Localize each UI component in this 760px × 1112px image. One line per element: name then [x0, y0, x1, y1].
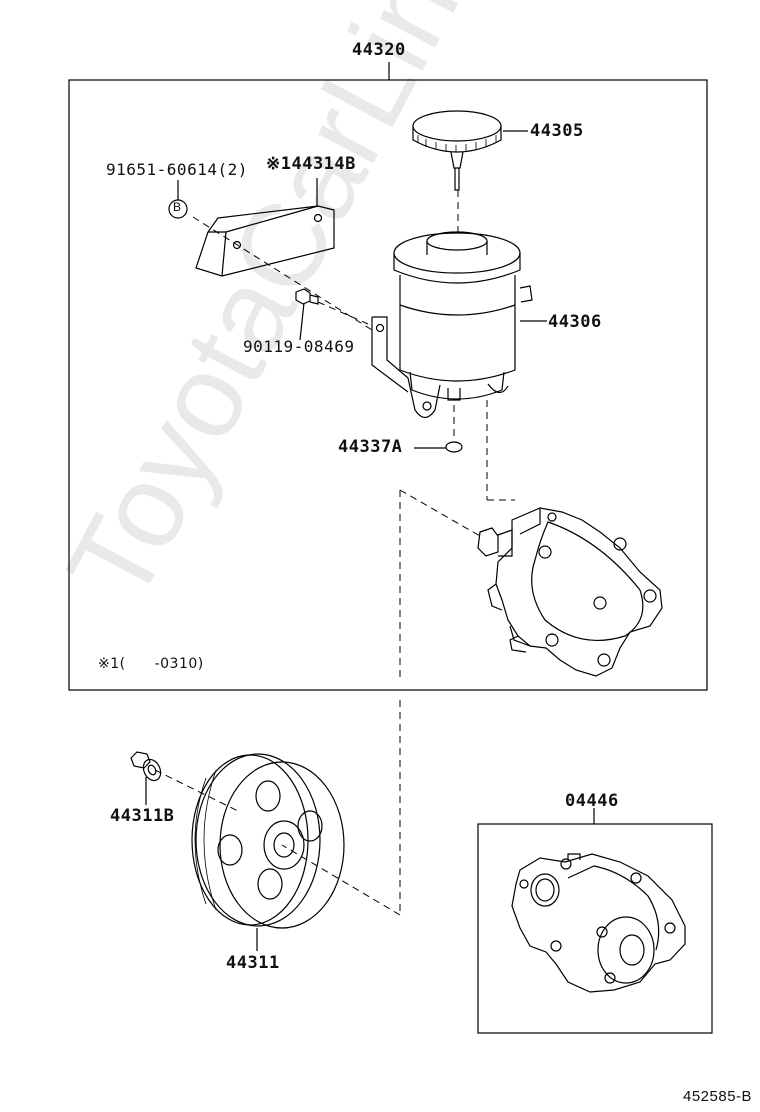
bracket-drawing: [195, 205, 335, 277]
bolt-b-part-label: 91651-60614(2): [106, 160, 248, 179]
bolt-b-symbol-circle: [168, 199, 188, 219]
stud-bolt-drawing: [295, 288, 319, 305]
reservoir-part-label: 44306: [548, 312, 602, 332]
pump-body-drawing: [477, 507, 663, 677]
oring-part-label: 44337A: [338, 437, 403, 457]
reservoir-cap-drawing: [412, 110, 502, 191]
gasket-kit-drawing: [511, 853, 686, 993]
kit-part-label: 04446: [565, 791, 619, 811]
assembly-frame: [68, 79, 708, 691]
stud-part-label: 90119-08469: [243, 337, 355, 356]
dashed-guides: [154, 190, 515, 916]
applicability-note: ※1( -0310): [98, 656, 204, 672]
assembly-part-label: 44320: [352, 40, 406, 60]
cap-part-label: 44305: [530, 121, 584, 141]
nut-part-label: 44311B: [110, 806, 175, 826]
oring-drawing: [445, 441, 463, 453]
flange-nut-drawing: [130, 751, 162, 782]
reservoir-drawing: [371, 231, 533, 419]
bracket-part-label: ※144314B: [266, 154, 356, 174]
kit-frame: [477, 823, 713, 1034]
pulley-part-label: 44311: [226, 953, 280, 973]
pulley-drawing: [191, 753, 345, 929]
figure-id: 452585-B: [683, 1088, 753, 1105]
bolt-b-symbol: B: [173, 200, 182, 214]
